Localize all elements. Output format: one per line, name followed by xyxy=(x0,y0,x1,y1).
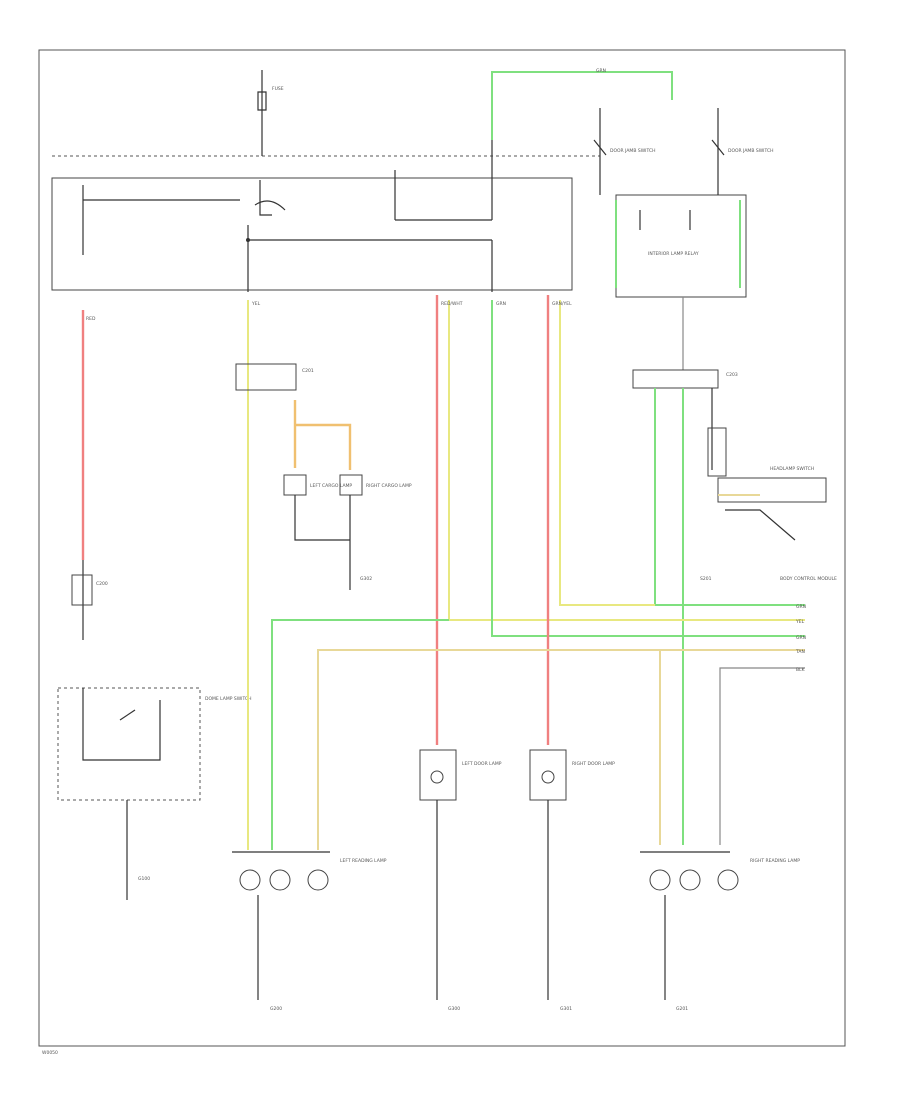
footer-code: W0050 xyxy=(42,1050,58,1056)
left-reading-lamp-label: LEFT READING LAMP xyxy=(340,858,387,864)
tag-grn-top: GRN xyxy=(596,68,606,74)
right-door-lamp-label: RIGHT DOOR LAMP xyxy=(572,761,615,767)
interior-lamp-relay-module: INTERIOR LAMP RELAY DOOR JAMB SWITCH DOO… xyxy=(593,108,773,298)
wire-yellow-center-right xyxy=(559,300,655,606)
cargo-lamps: LEFT CARGO LAMP RIGHT CARGO LAMP xyxy=(283,474,412,496)
connector-left-label: C200 xyxy=(96,581,108,587)
wire-blk-right-end xyxy=(719,667,805,845)
dome-lamp-switch: DOME LAMP SWITCH xyxy=(57,687,252,801)
tag-yel-left: YEL xyxy=(251,301,261,307)
left-door-lamp-label: LEFT DOOR LAMP xyxy=(462,761,502,767)
tag-grn-right-2: GRN xyxy=(796,635,806,641)
tag-blk-right: BLK xyxy=(796,667,806,673)
left-door-lamp: LEFT DOOR LAMP xyxy=(419,749,502,801)
diagram-frame xyxy=(38,49,846,1047)
headlamp-switch-area: HEADLAMP SWITCH S201 BODY CONTROL MODULE xyxy=(700,427,837,582)
dome-switch-label: DOME LAMP SWITCH xyxy=(205,696,252,702)
tag-yel-right: YEL xyxy=(795,619,805,625)
connector-right-label: C203 xyxy=(726,372,738,378)
tag-red-left: RED xyxy=(86,316,96,322)
connector-right: C203 xyxy=(632,369,738,389)
left-reading-lamp-group: LEFT READING LAMP xyxy=(232,851,387,891)
left-door-ground-label: G300 xyxy=(448,1006,460,1012)
right-cargo-label: RIGHT CARGO LAMP xyxy=(366,483,412,489)
headlamp-switch-label: HEADLAMP SWITCH xyxy=(770,466,814,472)
wire-green-center xyxy=(491,300,805,637)
cargo-ground-label: G302 xyxy=(360,576,372,582)
wire-orange-cargo xyxy=(293,400,352,470)
right-door-ground-label: G301 xyxy=(560,1006,572,1012)
right-reading-lamp-label: RIGHT READING LAMP xyxy=(750,858,800,864)
tag-grn-yel: GRN/YEL xyxy=(552,301,572,307)
connector-center-left-label: C201 xyxy=(302,368,314,374)
wire-tan-horizontal xyxy=(317,649,805,850)
switch-ground-label: G100 xyxy=(138,876,150,882)
fuse-feed: FUSE xyxy=(257,70,284,156)
connector-left: C200 xyxy=(71,574,108,606)
door-jamb-left-label: DOOR JAMB SWITCH xyxy=(610,148,655,154)
wire-green-left-reading xyxy=(271,619,449,850)
connector-center-left: C201 xyxy=(235,363,314,391)
wire-cargo-ground xyxy=(294,495,351,590)
right-reading-lamp-group: RIGHT READING LAMP xyxy=(640,851,800,891)
junction-block xyxy=(51,177,573,292)
tag-grn-center: GRN xyxy=(496,301,506,307)
wire-yellow-center-left xyxy=(448,300,805,621)
left-cargo-label: LEFT CARGO LAMP xyxy=(310,483,352,489)
center-fuse xyxy=(394,140,493,221)
left-rear-ground-label: G200 xyxy=(270,1006,282,1012)
right-rear-ground-label: G201 xyxy=(676,1006,688,1012)
bcm-label-right: BODY CONTROL MODULE xyxy=(780,576,837,582)
tag-grn-right: GRN xyxy=(796,604,806,610)
relay-label: INTERIOR LAMP RELAY xyxy=(648,251,699,257)
right-door-lamp: RIGHT DOOR LAMP xyxy=(529,749,615,801)
bcm-label-left: S201 xyxy=(700,576,712,582)
wire-green-top xyxy=(491,71,673,140)
tag-tan-right: TAN xyxy=(795,649,805,655)
door-jamb-right-label: DOOR JAMB SWITCH xyxy=(728,148,773,154)
tag-red-center: RED/WHT xyxy=(441,301,463,307)
wire-green-right-1 xyxy=(654,388,805,606)
fuse-label: FUSE xyxy=(272,86,284,92)
